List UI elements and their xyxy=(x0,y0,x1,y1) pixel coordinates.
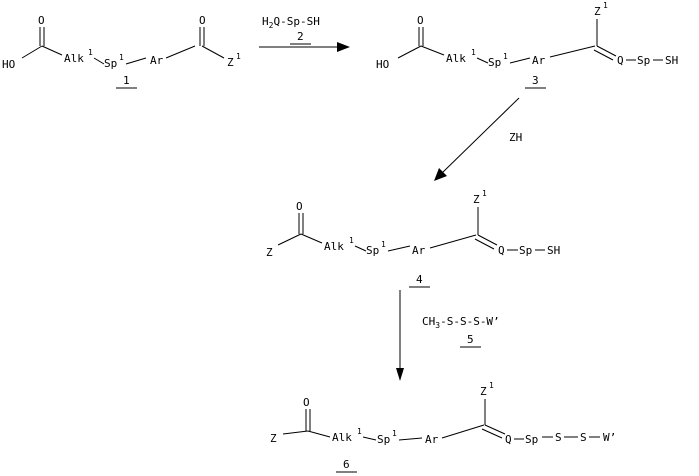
step-3: CH3-S-S-S-W’ 5 xyxy=(396,290,500,381)
c6-q: Q xyxy=(505,433,512,446)
c4-spacer-sup: 1 xyxy=(381,240,386,249)
c4-thiol: SH xyxy=(547,244,560,257)
c6-tail-spacer: Sp xyxy=(525,433,538,446)
c1-aryl: Ar xyxy=(150,54,164,67)
step2-arrow xyxy=(442,98,519,173)
c6-carbonyl-oxygen: O xyxy=(303,396,310,409)
c4-carbonyl-oxygen: O xyxy=(296,200,303,213)
c3-hydroxyl: HO xyxy=(376,58,389,71)
c6-spacer-sup: 1 xyxy=(392,429,397,438)
c1-spacer-sup: 1 xyxy=(119,53,124,62)
c6-z-sup: 1 xyxy=(489,381,494,390)
c6-spacer: Sp xyxy=(377,433,390,446)
c3-alkyl-sup: 1 xyxy=(471,48,476,57)
c3-tail-spacer: Sp xyxy=(637,54,650,67)
c6-w-prime: W’ xyxy=(603,431,616,444)
c1-label: 1 xyxy=(123,74,130,87)
step1-arrow-head xyxy=(337,42,350,52)
c4-spacer: Sp xyxy=(366,244,379,257)
c6-label: 6 xyxy=(343,458,350,471)
c6-z-group: Z xyxy=(270,432,277,445)
c1-z-sup: 1 xyxy=(236,52,241,61)
step3-reagent: CH3-S-S-S-W’ xyxy=(422,315,500,330)
step-1: H2Q-Sp-SH 2 xyxy=(259,15,350,52)
c4-alkyl-sup: 1 xyxy=(349,236,354,245)
c4-alkyl: Alk xyxy=(324,240,344,253)
c4-z: Z xyxy=(473,193,480,206)
step3-arrow-head xyxy=(396,368,404,381)
c3-label: 3 xyxy=(532,74,539,87)
step3-reagent-label: 5 xyxy=(467,333,474,346)
compound-6: O Z Alk 1 Sp 1 Ar Z 1 Q Sp S S W’ 6 xyxy=(270,381,616,472)
c3-carbonyl-oxygen: O xyxy=(417,14,424,27)
c4-aryl: Ar xyxy=(412,244,426,257)
step-2: ZH xyxy=(434,98,522,181)
c1-z: Z xyxy=(227,56,234,69)
compound-4: O Z Alk 1 Sp 1 Ar Z 1 Q Sp SH 4 xyxy=(266,189,560,287)
step2-reagent: ZH xyxy=(509,131,522,144)
c3-q: Q xyxy=(617,54,624,67)
c4-q: Q xyxy=(498,244,505,257)
c6-sulfur-2: S xyxy=(580,431,587,444)
c3-aryl: Ar xyxy=(532,54,546,67)
c3-spacer-sup: 1 xyxy=(503,52,508,61)
c4-z-sup: 1 xyxy=(482,189,487,198)
c1-hydroxyl: HO xyxy=(2,58,15,71)
c3-z: Z xyxy=(594,5,601,18)
step1-reagent-label: 2 xyxy=(297,30,304,43)
compound-3: O HO Alk 1 Sp 1 Ar Z 1 Q Sp SH 3 xyxy=(376,1,678,88)
c4-tail-spacer: Sp xyxy=(519,244,532,257)
c3-alkyl: Alk xyxy=(446,52,466,65)
c1-alkyl-sup: 1 xyxy=(88,48,93,57)
c4-z-group: Z xyxy=(266,246,273,259)
c4-label: 4 xyxy=(416,273,423,286)
c1-spacer: Sp xyxy=(104,57,117,70)
c6-alkyl: Alk xyxy=(332,431,352,444)
c6-sulfur-1: S xyxy=(555,431,562,444)
c6-z: Z xyxy=(480,385,487,398)
c3-spacer: Sp xyxy=(488,56,501,69)
c3-z-sup: 1 xyxy=(603,1,608,10)
c1-carbonyl-oxygen: O xyxy=(38,14,45,27)
c6-aryl: Ar xyxy=(425,433,439,446)
compound-1: O HO Alk 1 Sp 1 Ar O Z 1 1 xyxy=(2,14,241,88)
c1-ketone-oxygen: O xyxy=(199,14,206,27)
c1-alkyl: Alk xyxy=(64,52,84,65)
c6-alkyl-sup: 1 xyxy=(357,427,362,436)
c3-thiol: SH xyxy=(665,54,678,67)
step1-reagent: H2Q-Sp-SH xyxy=(262,15,320,30)
